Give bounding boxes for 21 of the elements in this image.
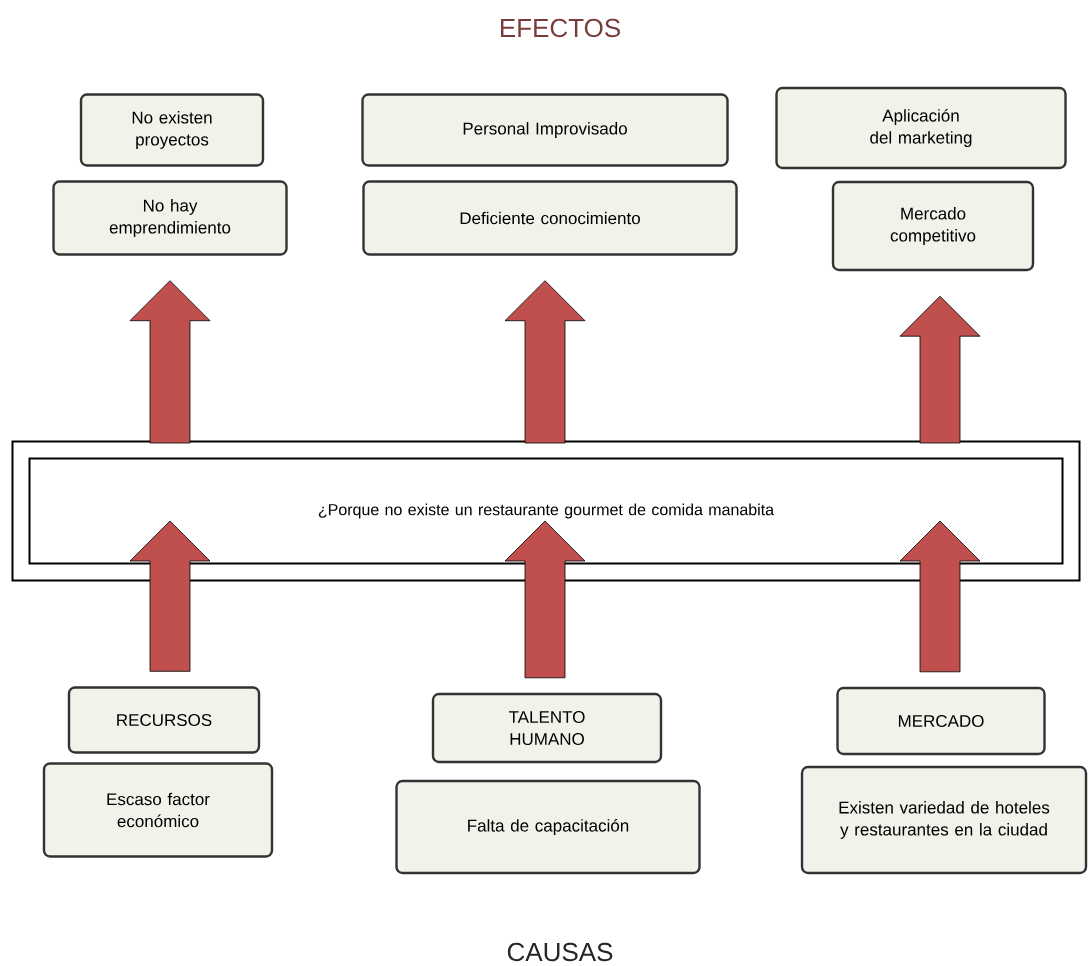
question-box: ¿Porque no existe un restaurante gourmet de comida manabita [11, 440, 1081, 582]
text-box: Mercado competitivo [831, 180, 1035, 272]
block-arrow [504, 280, 586, 444]
text-box: Falta de capacitación [395, 779, 701, 875]
text-box: MERCADO [836, 686, 1046, 756]
block-arrow [129, 280, 211, 444]
text-box: RECURSOS [67, 686, 261, 754]
heading: EFECTOS [501, 18, 620, 38]
text-box: Deficiente conocimiento [362, 180, 738, 256]
text-box: Existen variedad de hoteles y restaurantes en la ciudad [800, 765, 1088, 875]
text-box: Aplicación del marketing [775, 86, 1067, 170]
text-box: Escaso factor económico [42, 762, 274, 858]
heading: CAUSAS [507, 942, 613, 962]
block-arrow [504, 520, 586, 679]
text-box: Personal Improvisado [361, 93, 729, 167]
block-arrow [899, 520, 981, 673]
text-box: TALENTO HUMANO [431, 692, 663, 764]
block-arrow [899, 295, 981, 444]
text-box: No hay emprendimiento [52, 180, 288, 256]
text-box: No existen proyectos [79, 93, 265, 167]
block-arrow [129, 520, 211, 672]
